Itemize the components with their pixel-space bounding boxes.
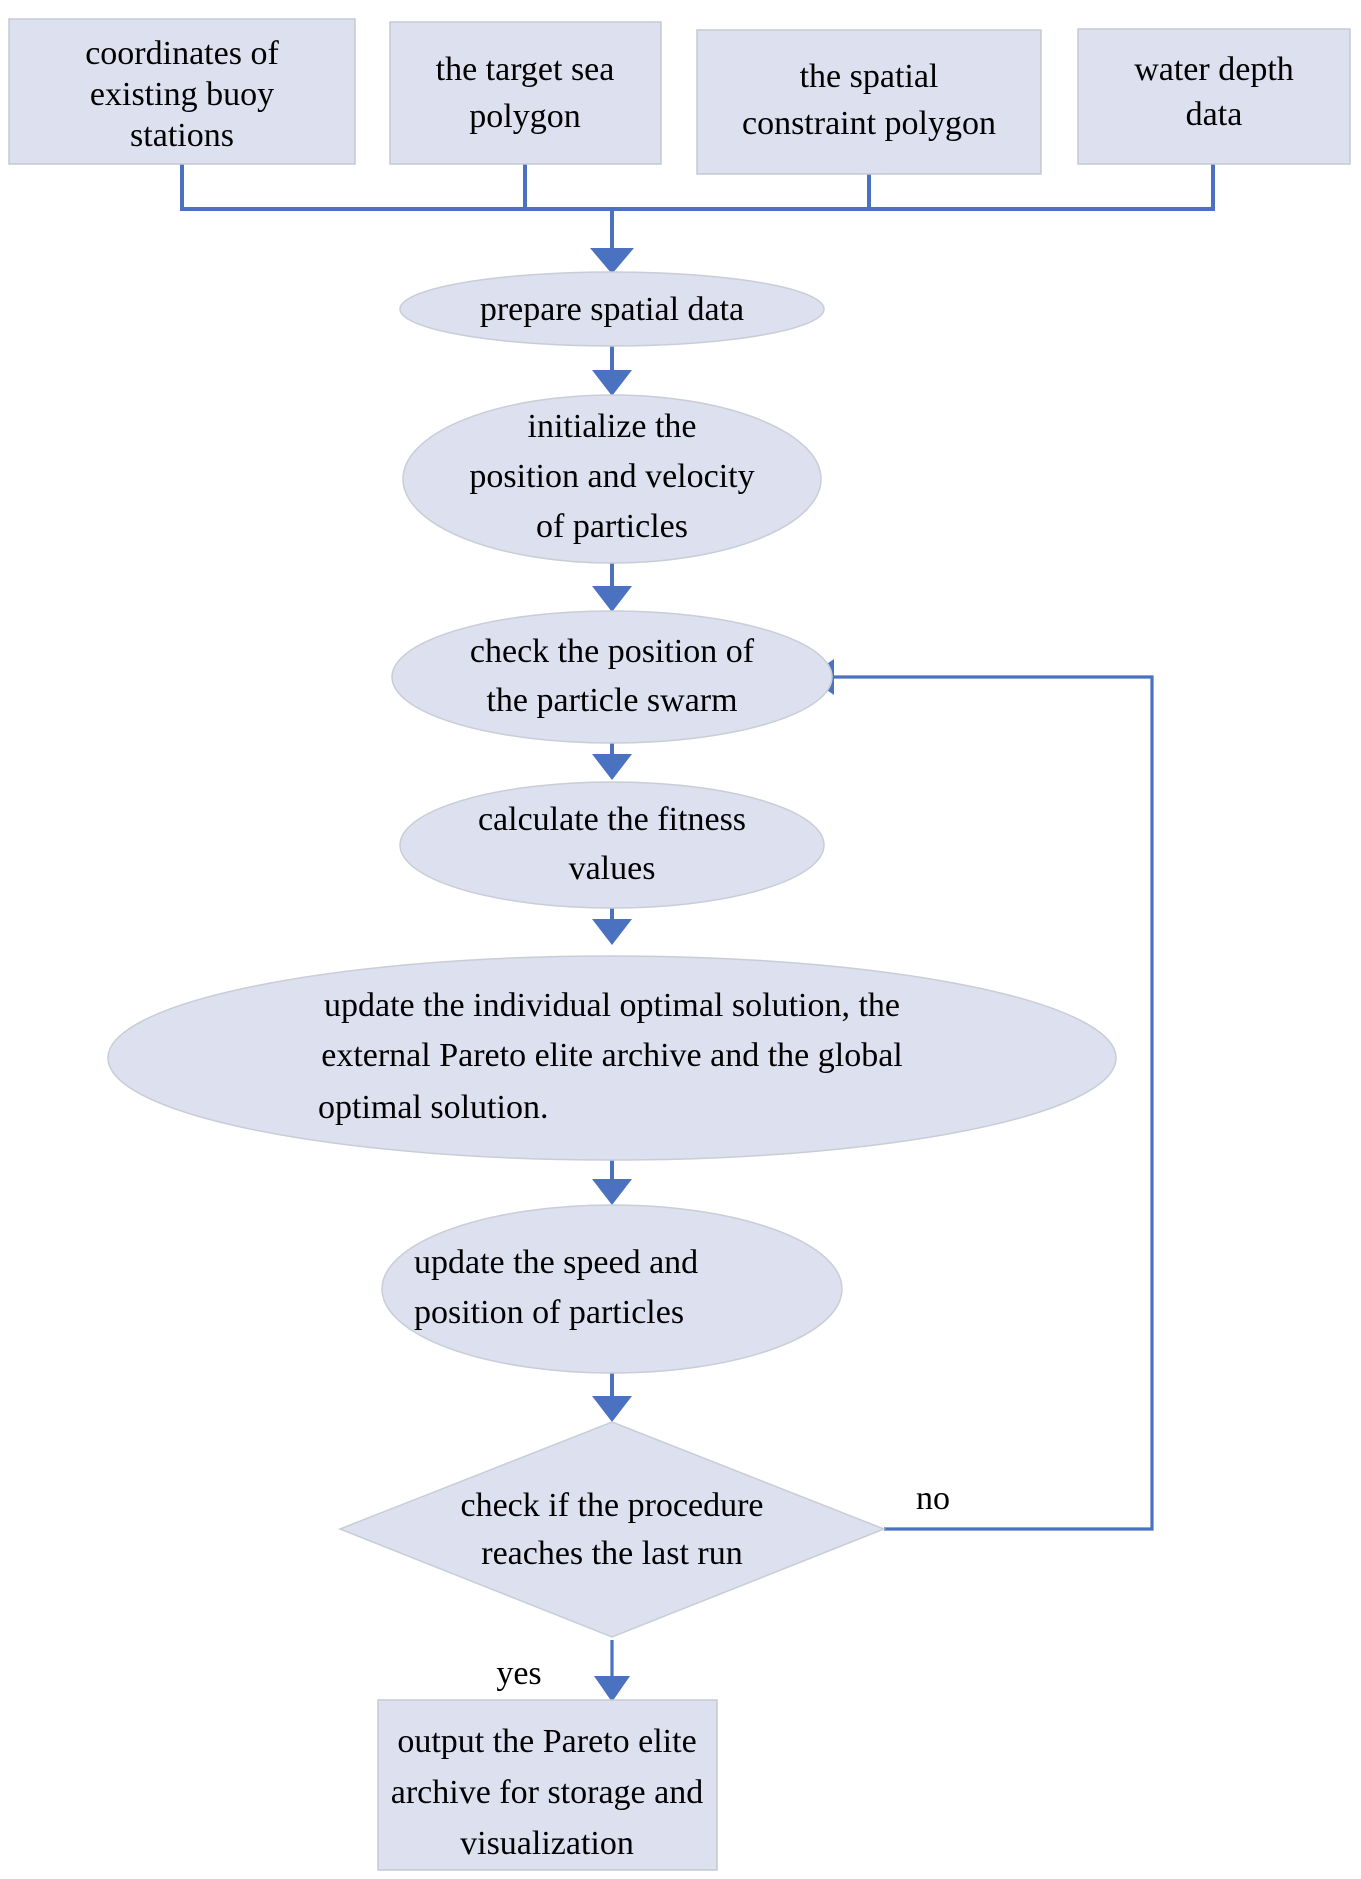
input-target-sea-box[interactable] [389, 21, 662, 165]
input-target-sea-line-2: polygon [469, 98, 580, 135]
input-constraint-line-2: constraint polygon [742, 105, 996, 142]
connector-decision-no-feedback [832, 675, 1154, 1531]
arrowhead-bus-to-prepare [590, 248, 634, 274]
input-target-sea-node[interactable]: the target sea polygon [389, 21, 662, 165]
step-update-optima-line-2: external Pareto elite archive and the gl… [321, 1037, 903, 1074]
step-initialize-ellipse[interactable] [402, 394, 822, 564]
step-initialize-line-3: of particles [536, 508, 688, 545]
step-update-optima-node[interactable]: update the individual optimal solution, … [107, 955, 1117, 1161]
process-nodes-group: prepare spatial data initialize the posi… [107, 271, 1117, 1374]
input-constraint-line-1: the spatial [800, 58, 939, 95]
step-check-position-node[interactable]: check the position of the particle swarm [391, 610, 833, 744]
output-pareto-archive-node[interactable]: output the Pareto elite archive for stor… [377, 1699, 718, 1871]
arrowhead-fitness-to-update-optima [592, 919, 632, 945]
input-existing-buoys-box[interactable] [8, 18, 356, 165]
step-prepare-line-1: prepare spatial data [480, 291, 744, 328]
step-update-speed-ellipse[interactable] [381, 1204, 843, 1374]
step-update-speed-line-1: update the speed and [414, 1244, 698, 1281]
output-pareto-archive-box[interactable] [377, 1699, 718, 1871]
step-update-speed-line-2: position of particles [414, 1294, 684, 1331]
input-target-sea-line-1: the target sea [436, 51, 615, 88]
arrowhead-update-optima-to-update-speed [592, 1179, 632, 1205]
output-pareto-archive-line-3: visualization [460, 1825, 634, 1862]
input-water-depth-line-2: data [1186, 96, 1243, 133]
decision-last-run-line-1: check if the procedure [461, 1487, 764, 1524]
input-existing-buoys-line-1: coordinates of [85, 35, 279, 72]
step-update-optima-line-1: update the individual optimal solution, … [324, 987, 900, 1024]
step-initialize-node[interactable]: initialize the position and velocity of … [402, 394, 822, 564]
input-water-depth-line-1: water depth [1134, 51, 1294, 88]
step-check-position-line-2: the particle swarm [486, 682, 737, 719]
decision-last-run-diamond[interactable] [337, 1421, 887, 1638]
step-fitness-line-1: calculate the fitness [478, 801, 746, 838]
output-pareto-archive-line-2: archive for storage and [391, 1774, 703, 1811]
arrowhead-check-to-fitness [592, 754, 632, 780]
arrowhead-initialize-to-check [592, 586, 632, 612]
decision-last-run-node[interactable]: check if the procedure reaches the last … [337, 1421, 887, 1638]
input-existing-buoys-line-2: existing buoy [90, 76, 274, 113]
decision-last-run-line-2: reaches the last run [481, 1535, 743, 1572]
arrowhead-prepare-to-initialize [592, 370, 632, 396]
step-update-optima-ellipse[interactable] [107, 955, 1117, 1161]
input-existing-buoys-node[interactable]: coordinates of existing buoy stations [8, 18, 356, 165]
step-initialize-line-1: initialize the [528, 408, 697, 445]
input-constraint-node[interactable]: the spatial constraint polygon [696, 29, 1042, 175]
edge-label-yes: yes [496, 1655, 541, 1692]
input-constraint-box[interactable] [696, 29, 1042, 175]
step-update-optima-line-3: optimal solution. [318, 1089, 548, 1126]
input-water-depth-box[interactable] [1077, 28, 1351, 165]
arrowhead-update-speed-to-decision [592, 1396, 632, 1422]
step-initialize-line-2: position and velocity [469, 458, 754, 495]
step-fitness-ellipse[interactable] [399, 781, 825, 909]
step-check-position-ellipse[interactable] [391, 610, 833, 744]
step-check-position-line-1: check the position of [470, 633, 755, 670]
output-pareto-archive-line-1: output the Pareto elite [397, 1723, 696, 1760]
step-fitness-node[interactable]: calculate the fitness values [399, 781, 825, 909]
step-update-speed-node[interactable]: update the speed and position of particl… [381, 1204, 843, 1374]
step-prepare-ellipse[interactable] [399, 271, 825, 347]
step-fitness-line-2: values [569, 850, 656, 887]
edge-label-no: no [916, 1480, 950, 1517]
input-water-depth-node[interactable]: water depth data [1077, 28, 1351, 165]
input-existing-buoys-line-3: stations [130, 117, 234, 154]
arrowhead-decision-yes-to-output [594, 1676, 630, 1702]
input-nodes-group: coordinates of existing buoy stations th… [8, 18, 1351, 175]
step-prepare-node[interactable]: prepare spatial data [399, 271, 825, 347]
